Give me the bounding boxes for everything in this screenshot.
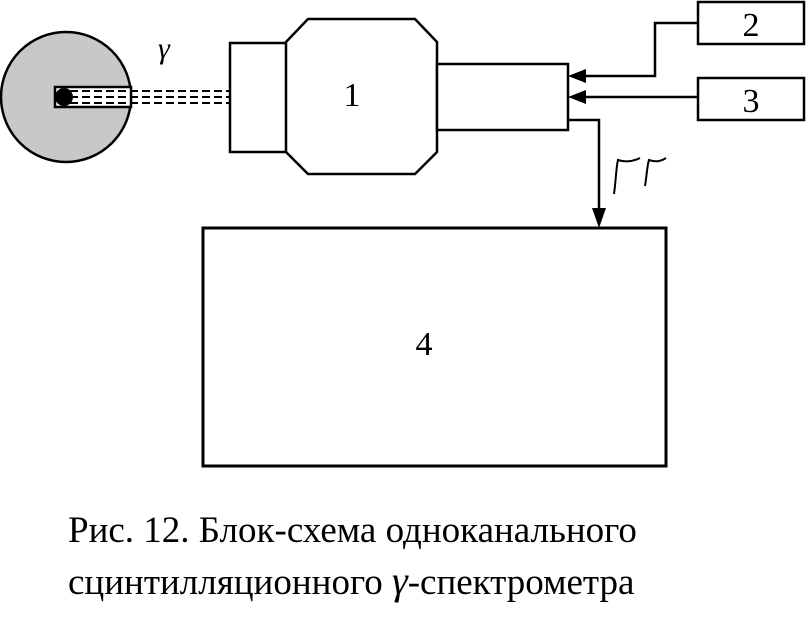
arrowhead-block-3 — [568, 90, 586, 104]
photomultiplier-block — [284, 17, 439, 176]
connection-block-2 — [580, 21, 698, 78]
preamplifier-block — [435, 62, 570, 132]
caption-gamma-symbol: γ — [391, 558, 408, 603]
arrowhead-block-2 — [568, 69, 586, 83]
block-3-label: 3 — [743, 83, 760, 120]
analyzer-block — [201, 226, 668, 468]
block-2-label: 2 — [743, 7, 760, 44]
caption-line-2-end: -спектрометра — [407, 562, 635, 603]
analyzer-label: 4 — [416, 326, 433, 363]
pulse-waveform-icon — [613, 157, 667, 195]
scintillation-spectrometer-block-diagram: γ 1 2 3 4 — [0, 0, 806, 468]
figure-caption: Рис. 12. Блок-схема одноканального сцинт… — [68, 506, 798, 608]
gamma-beam — [70, 90, 230, 104]
caption-line-1: Рис. 12. Блок-схема одноканального — [68, 510, 637, 551]
caption-line-2-start: сцинтилляционного — [68, 562, 392, 603]
scintillator-crystal-block — [228, 41, 289, 154]
signal-connection — [568, 118, 601, 212]
source-point — [55, 88, 73, 106]
arrowhead-analyzer — [592, 208, 606, 228]
photomultiplier-label: 1 — [344, 77, 361, 114]
gamma-symbol: γ — [158, 32, 171, 65]
block-3 — [696, 76, 806, 122]
